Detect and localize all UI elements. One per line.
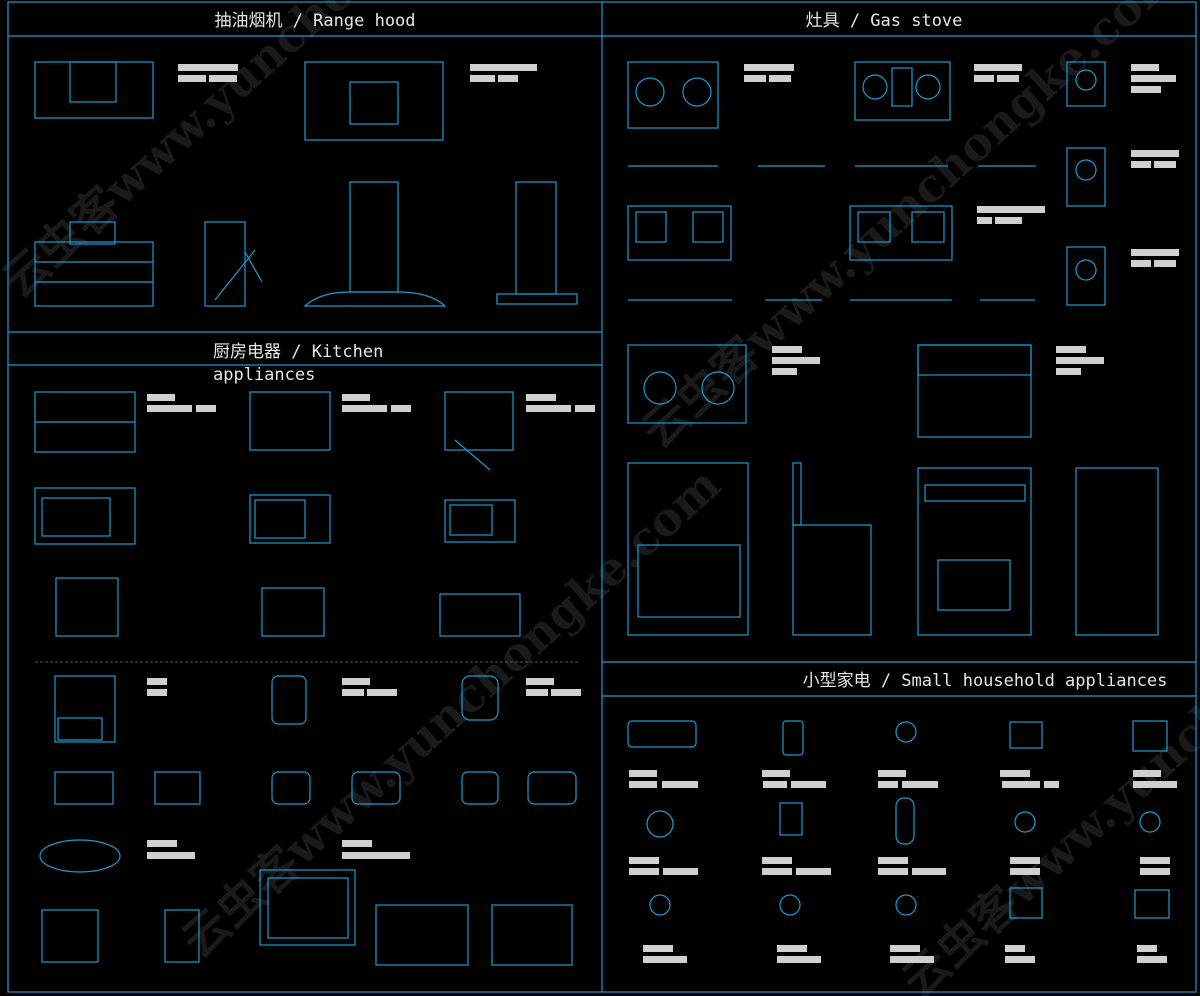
section-title-small-appliances: 小型家电 / Small household appliances <box>803 671 1168 691</box>
svg-text:云虫客www.yunchongke.com: 云虫客www.yunchongke.com <box>631 0 1190 458</box>
section-title-range-hood: 抽油烟机 / Range hood <box>214 11 415 31</box>
frame-lines <box>7 1 1197 993</box>
small-appliance-blocks[interactable] <box>627 720 1170 919</box>
kitchen-appliance-blocks[interactable] <box>34 391 577 966</box>
section-title-gas-stove: 灶具 / Gas stove <box>806 11 963 31</box>
section-title-kitchen: 厨房电器 / Kitchen <box>213 342 383 362</box>
kitchen-appliance-labels <box>147 394 595 859</box>
gas-stove-labels <box>744 64 1179 375</box>
gas-stove-blocks[interactable] <box>627 61 1159 636</box>
section-title-kitchen-line2: appliances <box>213 365 315 385</box>
small-appliance-labels <box>629 770 1177 963</box>
range-hood-blocks[interactable] <box>34 61 578 307</box>
range-hood-labels <box>178 64 537 82</box>
